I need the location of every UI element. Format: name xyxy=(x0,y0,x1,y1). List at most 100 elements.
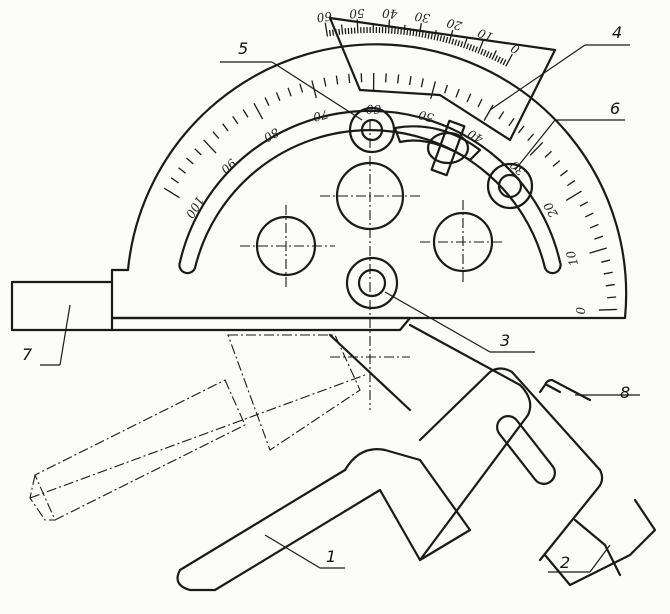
outer-scale-tick xyxy=(589,223,599,229)
outer-scale-tick xyxy=(477,98,483,108)
vernier-tick xyxy=(488,52,493,59)
outer-scale-tick xyxy=(408,76,412,86)
outer-scale-tick xyxy=(565,190,582,201)
callout-8: 8 xyxy=(620,383,630,402)
vernier-tick xyxy=(356,19,359,34)
vernier-tick xyxy=(483,50,487,57)
vernier-tick xyxy=(338,28,341,35)
outer-scale-tick xyxy=(598,308,617,311)
vernier-tick xyxy=(340,24,344,35)
outer-scale-tick xyxy=(203,139,217,154)
fine-adjust-knob xyxy=(393,119,482,177)
vernier-label: 40 xyxy=(381,6,398,21)
outer-scale-tick xyxy=(594,235,604,240)
outer-scale-tick xyxy=(498,111,505,120)
vernier-tick xyxy=(505,53,513,67)
outer-scale-tick xyxy=(517,125,525,134)
vernier-tick xyxy=(387,19,391,34)
slide-block xyxy=(418,367,657,587)
vernier-ticks xyxy=(324,19,513,67)
outer-scale-tick xyxy=(178,167,187,174)
hook-8 xyxy=(538,378,592,402)
vernier-tick xyxy=(400,28,403,35)
vernier-label: 50 xyxy=(349,6,365,21)
angle-arm xyxy=(176,323,532,592)
vernier-tick xyxy=(335,29,338,36)
vernier-tick xyxy=(418,22,422,38)
outer-scale-tick xyxy=(584,212,594,218)
callout-4: 4 xyxy=(612,23,622,42)
outer-scale-tick xyxy=(323,77,327,87)
leader-lines xyxy=(40,44,640,573)
outer-scale-ticks xyxy=(163,73,617,311)
vernier-tick xyxy=(460,41,464,48)
vernier-tick xyxy=(324,22,329,37)
vernier-tick xyxy=(433,29,437,40)
vernier-tick xyxy=(499,57,504,64)
outer-scale-label: 70 xyxy=(311,107,330,124)
callout-3: 3 xyxy=(500,331,510,350)
ghost-arm xyxy=(29,334,366,521)
outer-scale-tick xyxy=(567,180,576,187)
vernier-label: 20 xyxy=(445,15,465,33)
vernier-tick xyxy=(439,35,443,42)
outer-scale-tick xyxy=(397,74,400,84)
outer-scale-tick xyxy=(508,118,515,127)
callout-6: 6 xyxy=(610,99,620,118)
outer-scale-tick xyxy=(605,283,615,287)
outer-scale-tick xyxy=(212,131,220,139)
vernier-label: 30 xyxy=(413,9,431,25)
callout-7: 7 xyxy=(22,345,33,364)
outer-scale-tick xyxy=(335,75,339,85)
vernier-tick xyxy=(442,36,446,43)
vernier-tick xyxy=(454,39,458,46)
outer-scale-tick xyxy=(186,157,194,165)
vernier-tick xyxy=(415,30,418,37)
outer-scale-tick xyxy=(589,247,607,254)
vernier-tick xyxy=(451,38,455,45)
outer-scale-label: 90 xyxy=(218,156,239,177)
vernier-tick xyxy=(474,46,478,53)
outer-scale-tick xyxy=(443,84,449,94)
vernier-tick xyxy=(465,43,470,50)
vernier-tick xyxy=(328,30,332,37)
vernier-tick xyxy=(430,33,433,40)
vernier-tick xyxy=(485,51,490,58)
vernier-tick xyxy=(421,31,424,38)
outer-scale-tick xyxy=(579,201,589,207)
outer-scale-tick xyxy=(170,177,179,184)
outer-scale-tick xyxy=(529,141,544,156)
vernier-tick xyxy=(494,55,499,62)
outer-scale-tick xyxy=(430,81,437,99)
vernier-tick xyxy=(462,38,468,49)
clamp-screw xyxy=(348,106,396,154)
outer-scale-tick xyxy=(603,271,613,275)
outer-scale-tick xyxy=(385,73,387,83)
vernier-tick xyxy=(344,28,347,35)
vernier-label: 60 xyxy=(315,9,333,25)
outer-scale-tick xyxy=(552,160,561,167)
vernier-tick xyxy=(397,28,399,35)
callout-5: 5 xyxy=(238,39,248,58)
vernier-tick xyxy=(497,56,501,63)
outer-scale-tick xyxy=(559,169,568,177)
base-ruler xyxy=(10,280,412,332)
vernier-tick xyxy=(471,45,475,52)
vernier-tick xyxy=(412,29,415,37)
outer-scale-tick xyxy=(607,296,617,299)
vernier-tick xyxy=(427,32,430,39)
outer-scale-label: 10 xyxy=(563,249,581,268)
vernier-tick xyxy=(477,40,484,54)
outer-scale-tick xyxy=(264,97,270,106)
vernier-tick xyxy=(480,48,484,55)
vernier-tick xyxy=(502,59,507,66)
vernier-tick xyxy=(436,34,440,41)
vernier-tick xyxy=(424,31,427,39)
vernier-tick xyxy=(332,29,335,36)
outer-scale-tick xyxy=(299,83,304,93)
mounting-holes xyxy=(240,120,505,410)
